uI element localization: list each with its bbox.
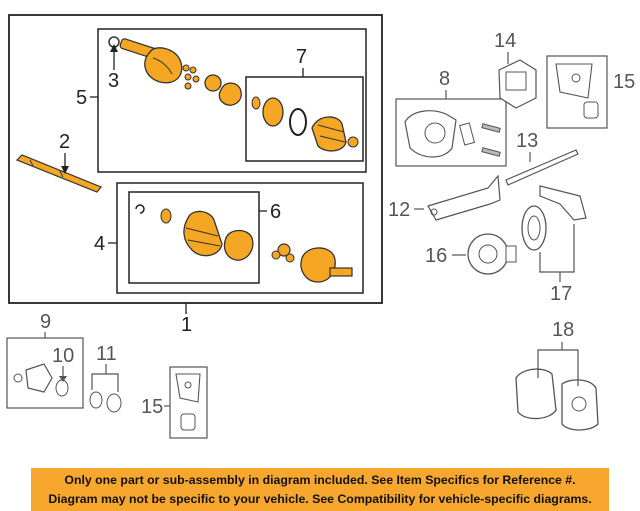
- callout-1: 1: [181, 314, 192, 336]
- disclaimer-line-2: Diagram may not be specific to your vehi…: [48, 492, 592, 506]
- callout-2: 2: [59, 131, 70, 153]
- callout-3: 3: [108, 70, 119, 92]
- callout-18: 18: [552, 319, 574, 341]
- hub-kit-9: [13, 363, 69, 397]
- callout-4: 4: [94, 233, 105, 255]
- callout-14: 14: [494, 30, 516, 52]
- outer-boot-kit-frame: [245, 76, 364, 162]
- outer-joint-frame: [97, 28, 367, 173]
- diff-housing-frame: [395, 98, 507, 167]
- seals-11: [89, 391, 122, 413]
- callout-6: 6: [270, 201, 281, 223]
- callout-11: 11: [96, 343, 117, 365]
- intermediate-shaft: [15, 154, 102, 193]
- inner-cv-joint: [271, 243, 353, 283]
- axle-shaft-13: [505, 149, 579, 186]
- disclaimer-line-1: Only one part or sub-assembly in diagram…: [64, 473, 576, 487]
- callout-7: 7: [296, 46, 307, 68]
- outer-boot-kit: [251, 96, 359, 152]
- callout-9: 9: [40, 311, 51, 333]
- diff-cover-gasket-18: [515, 368, 599, 431]
- mount-bracket-14: [498, 59, 537, 109]
- disclaimer-banner: Only one part or sub-assembly in diagram…: [31, 468, 609, 511]
- outer-cv-joint: [108, 36, 242, 106]
- callout-16: 16: [425, 245, 447, 267]
- inner-joint-frame: [116, 182, 364, 294]
- axle-tube-12: [427, 174, 501, 221]
- callout-15-right: 15: [613, 71, 635, 93]
- bushing-kit-right: [555, 63, 599, 119]
- callout-8: 8: [439, 68, 450, 90]
- callout-13: 13: [516, 130, 538, 152]
- callout-15-left: 15: [141, 396, 163, 418]
- callout-5: 5: [76, 87, 87, 109]
- bushing-kit-frame-left: [169, 366, 208, 439]
- bushing-kit-left: [175, 373, 201, 431]
- bushing-kit-frame-right: [546, 55, 608, 129]
- diff-carrier-16: [467, 233, 517, 275]
- callout-10: 10: [52, 345, 74, 367]
- callout-17: 17: [550, 283, 572, 305]
- inner-boot-kit-frame: [128, 191, 260, 284]
- ring-pinion-17: [521, 185, 587, 251]
- diff-housing: [404, 110, 501, 158]
- callout-12: 12: [388, 199, 410, 221]
- axle-assembly-frame: [8, 14, 383, 304]
- inner-boot-kit: [135, 204, 254, 261]
